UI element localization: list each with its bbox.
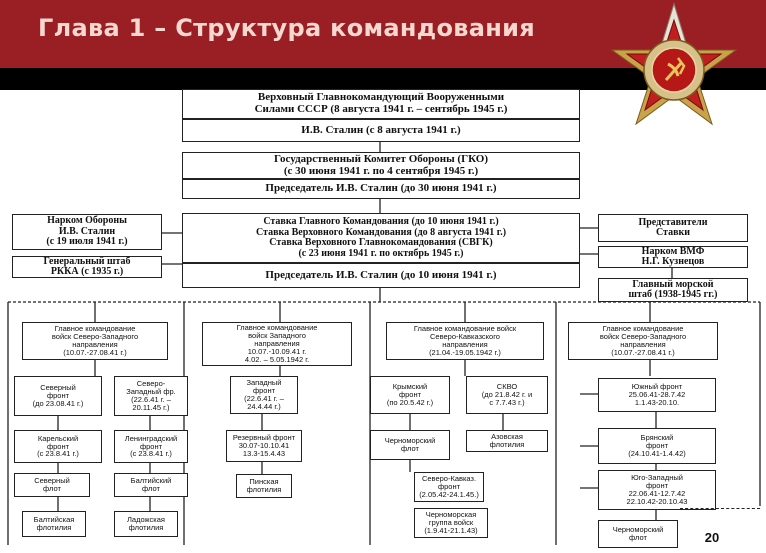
stavka-title-box: Ставка Главного Командования (до 10 июня… <box>182 213 580 263</box>
pinsk-flotilla-box: Пинская флотилия <box>236 474 292 498</box>
front-northwest-box: Северо- Западный фр. (22.6.41 г. – 20.11… <box>114 376 188 416</box>
front-south-box: Южный фронт 25.06.41-28.7.42 1.1.43-20.1… <box>598 378 716 412</box>
corner-dashed-line <box>680 508 760 509</box>
front-north-label: Северный фронт (до 23.08.41 г.) <box>32 383 84 408</box>
black-sea-fleet-box: Черноморский флот <box>370 430 450 460</box>
front-west-box: Западный фронт (22.6.41 г. – 24.4.44 г.) <box>230 376 298 414</box>
gko-chair-box: Председатель И.В. Сталин (до 30 июня 194… <box>182 179 580 199</box>
northern-fleet-box: Северный флот <box>14 473 90 497</box>
supreme-commander-title: Верховный Главнокомандующий Вооруженными… <box>254 91 508 115</box>
ladoga-flotilla-box: Ладожская флотилия <box>114 511 178 537</box>
front-southwest-label: Юго-Западный фронт 22.06.41-12.7.42 22.1… <box>626 473 688 506</box>
baltic-fleet-box: Балтийский флот <box>114 473 188 497</box>
direction-northwest-label: Главное командование войск Северо-Западн… <box>51 324 139 357</box>
narkom-box: Нарком Обороны И.В. Сталин (с 19 июля 19… <box>12 214 162 250</box>
front-karelian-label: Карельский фронт (с 23.8.41 г.) <box>37 433 79 459</box>
navy-hq-label: Главный морской штаб (1938-1945 гг.) <box>628 278 718 300</box>
black-sea-fleet-label: Черноморский флот <box>384 436 436 453</box>
front-south-label: Южный фронт 25.06.41-28.7.42 1.1.43-20.1… <box>628 382 686 407</box>
order-of-patriotic-war-icon <box>610 2 738 126</box>
front-northwest-label: Северо- Западный фр. (22.6.41 г. – 20.11… <box>126 379 176 412</box>
title-banner: Глава 1 – Структура командования <box>0 0 766 68</box>
stavka-title: Ставка Главного Командования (до 10 июня… <box>255 216 507 259</box>
direction-northwest-2-box: Главное командование войск Северо-Западн… <box>568 322 718 360</box>
direction-north-caucasus-label: Главное командование войск Северо-Кавказ… <box>413 324 517 357</box>
ladoga-flotilla-label: Ладожская флотилия <box>126 515 165 532</box>
gko-title-box: Государственный Комитет Обороны (ГКО) (с… <box>182 152 580 179</box>
genshtab-box: Генеральный штаб РККА (с 1935 г.) <box>12 256 162 278</box>
stavka-chair-box: Председатель И.В. Сталин (до 10 июня 194… <box>182 263 580 288</box>
front-leningrad-label: Ленинградский фронт (с 23.8.41 г.) <box>124 433 178 459</box>
baltic-flotilla-box: Балтийская флотилия <box>22 511 86 537</box>
stavka-reps-box: Представители Ставки <box>598 214 748 242</box>
front-reserve-box: Резервный фронт 30.07-10.10.41 13.3-15.4… <box>226 430 302 462</box>
skvo-box: СКВО (до 21.8.42 г. и с 7.7.43 г.) <box>466 376 548 414</box>
front-crimea-label: Крымский фронт (по 20.5.42 г.) <box>386 382 434 407</box>
navy-commissar-box: Нарком ВМФ Н.Г. Кузнецов <box>598 246 748 268</box>
front-leningrad-box: Ленинградский фронт (с 23.8.41 г.) <box>114 430 188 463</box>
northern-fleet-label: Северный флот <box>34 476 70 493</box>
front-bryansk-box: Брянский фронт (24.10.41-1.4.42) <box>598 428 716 464</box>
page-title: Глава 1 – Структура командования <box>38 14 535 42</box>
pinsk-flotilla-label: Пинская флотилия <box>246 477 282 494</box>
front-west-label: Западный фронт (22.6.41 г. – 24.4.44 г.) <box>244 378 284 411</box>
front-north-caucasus-label: Северо-Кавказ. фронт (2.05.42-24.1.45.) <box>419 474 479 499</box>
skvo-label: СКВО (до 21.8.42 г. и с 7.7.43 г.) <box>481 382 533 407</box>
front-reserve-label: Резервный фронт 30.07-10.10.41 13.3-15.4… <box>232 433 296 458</box>
black-sea-fleet-2-label: Черноморский флот <box>612 525 664 542</box>
supreme-commander-name-box: И.В. Сталин (с 8 августа 1941 г.) <box>182 119 580 142</box>
front-southwest-box: Юго-Западный фронт 22.06.41-12.7.42 22.1… <box>598 470 716 510</box>
direction-northwest-2-label: Главное командование войск Северо-Западн… <box>599 324 687 357</box>
genshtab-label: Генеральный штаб РККА (с 1935 г.) <box>43 256 131 277</box>
gko-title: Государственный Комитет Обороны (ГКО) (с… <box>274 152 488 177</box>
black-sea-group-box: Черноморская группа войск (1.9.41-21.1.4… <box>414 508 488 538</box>
direction-west-label: Главное командование войск Западного нап… <box>236 323 318 364</box>
black-sea-fleet-2-box: Черноморский флот <box>598 520 678 548</box>
front-north-box: Северный фронт (до 23.08.41 г.) <box>14 376 102 416</box>
black-band <box>0 68 766 90</box>
baltic-fleet-label: Балтийский флот <box>130 476 172 493</box>
supreme-commander-name: И.В. Сталин (с 8 августа 1941 г.) <box>301 123 461 136</box>
page-number: 20 <box>704 529 720 545</box>
direction-northwest-box: Главное командование войск Северо-Западн… <box>22 322 168 360</box>
azov-flotilla-label: Азовская флотилия <box>489 432 525 449</box>
supreme-commander-title-box: Верховный Главнокомандующий Вооруженными… <box>182 89 580 119</box>
narkom-label: Нарком Обороны И.В. Сталин (с 19 июля 19… <box>46 215 128 248</box>
front-karelian-box: Карельский фронт (с 23.8.41 г.) <box>14 430 102 463</box>
stavka-reps-label: Представители Ставки <box>638 216 708 238</box>
navy-hq-box: Главный морской штаб (1938-1945 гг.) <box>598 278 748 302</box>
navy-commissar-label: Нарком ВМФ Н.Г. Кузнецов <box>641 246 705 267</box>
front-bryansk-label: Брянский фронт (24.10.41-1.4.42) <box>628 433 686 458</box>
front-north-caucasus-box: Северо-Кавказ. фронт (2.05.42-24.1.45.) <box>414 472 484 502</box>
azov-flotilla-box: Азовская флотилия <box>466 430 548 452</box>
gko-chair: Председатель И.В. Сталин (до 30 июня 194… <box>265 182 497 195</box>
direction-west-box: Главное командование войск Западного нап… <box>202 322 352 366</box>
front-crimea-box: Крымский фронт (по 20.5.42 г.) <box>370 376 450 414</box>
stavka-chair: Председатель И.В. Сталин (до 10 июня 194… <box>265 268 497 281</box>
baltic-flotilla-label: Балтийская флотилия <box>33 515 75 532</box>
direction-north-caucasus-box: Главное командование войск Северо-Кавказ… <box>386 322 544 360</box>
black-sea-group-label: Черноморская группа войск (1.9.41-21.1.4… <box>424 510 478 535</box>
